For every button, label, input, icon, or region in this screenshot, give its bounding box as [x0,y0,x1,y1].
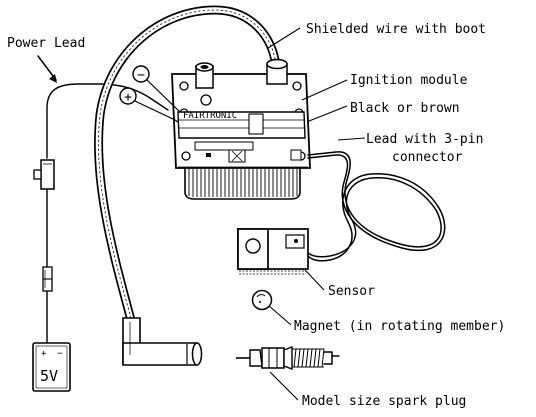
label-shielded-wire: Shielded wire with boot [306,22,486,37]
power-switch [33,159,55,190]
label-black-or-brown: Black or brown [350,101,460,116]
power-lead-wire [46,83,169,345]
label-power-lead: Power Lead [7,36,85,51]
module-brand: FAIRTRONIC [183,111,237,121]
spark-plug [236,345,340,371]
battery-plus-label: + [41,349,47,359]
battery: + − 5V [32,342,71,392]
shielded-wire [94,5,281,325]
ignition-module: FAIRTRONIC [171,58,311,200]
label-spark-plug: Model size spark plug [302,394,466,409]
negative-terminal: − [132,65,181,113]
positive-symbol: + [124,90,132,105]
label-lead-3pin-line1: Lead with 3-pin [366,132,483,147]
battery-voltage: 5V [40,367,58,385]
leader-lines [267,27,366,401]
sensor [237,228,309,275]
label-ignition-module: Ignition module [350,73,468,88]
magnet [251,289,273,311]
positive-terminal: + [119,87,179,123]
battery-minus-label: − [57,349,63,359]
label-magnet: Magnet (in rotating member) [294,319,505,334]
spark-boot [122,317,203,366]
label-lead-3pin-line2: connector [392,150,463,165]
negative-symbol: − [137,68,145,83]
power-lead-arrow [37,55,57,83]
three-pin-lead [307,151,446,262]
inline-connector [42,266,53,292]
label-sensor: Sensor [328,284,375,299]
